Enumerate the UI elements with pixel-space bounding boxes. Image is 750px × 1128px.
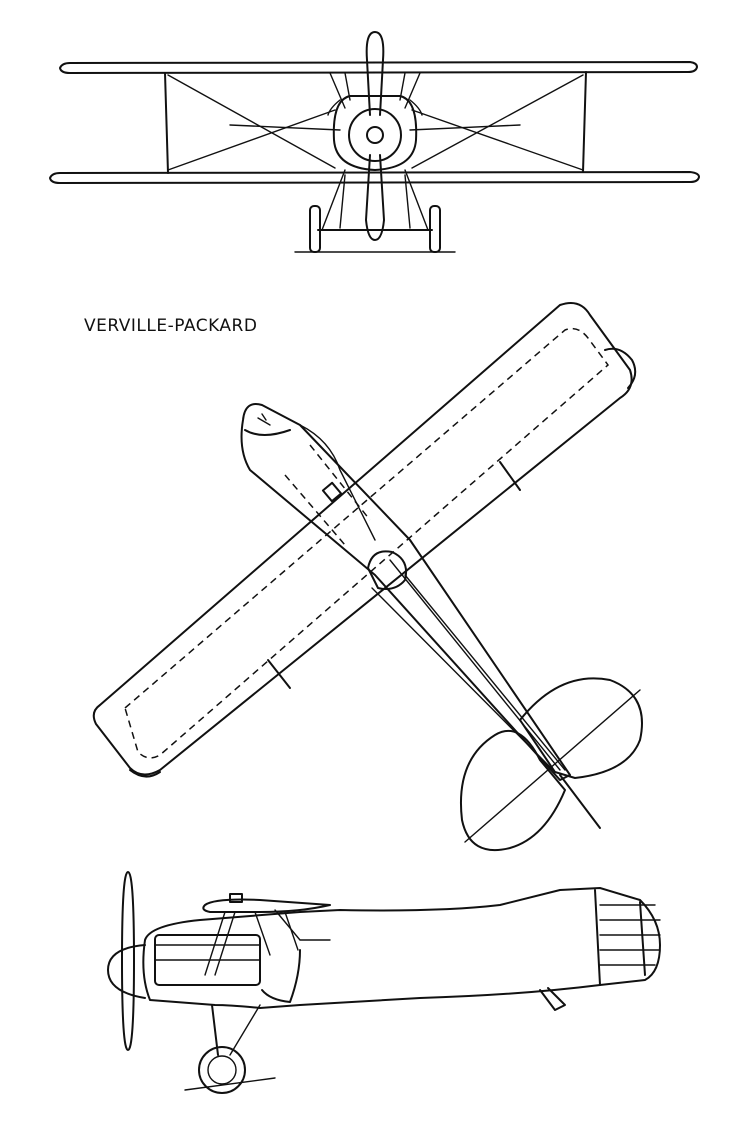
rudder-ribs xyxy=(599,904,661,966)
fuselage-front xyxy=(332,95,418,171)
lower-wing-root xyxy=(261,949,301,1003)
right-interplane-strut xyxy=(582,71,587,173)
landing-gear xyxy=(294,169,456,253)
lower-wing-tip-left xyxy=(129,769,161,778)
aircraft-title: VERVILLE-PACKARD xyxy=(84,316,258,336)
wing-planform xyxy=(92,302,633,776)
left-interplane-strut xyxy=(164,72,169,174)
radiator-cowl xyxy=(348,108,402,162)
lower-wing xyxy=(49,171,700,184)
elevator xyxy=(460,730,566,852)
propeller-blade xyxy=(365,31,385,116)
tailskid xyxy=(539,987,566,1011)
rudder-trailing-edge xyxy=(559,774,601,829)
lower-wing-tip xyxy=(604,347,637,389)
cabane-struts-side xyxy=(204,911,299,976)
tail-fin xyxy=(594,889,646,986)
right-aileron-hinge xyxy=(499,461,521,491)
nose-cowl-line xyxy=(244,429,291,436)
top-view xyxy=(92,302,643,852)
spinner xyxy=(107,944,146,999)
lower-wing-hidden-outline xyxy=(124,327,610,759)
fuselage-top xyxy=(240,403,571,781)
cabane-struts xyxy=(329,72,421,109)
propeller-hub xyxy=(366,126,384,144)
pilot-headrest xyxy=(367,550,408,590)
fuselage-hidden-lines xyxy=(284,444,371,546)
propeller-blade-lower xyxy=(365,154,385,241)
side-view xyxy=(107,871,661,1094)
right-wheel xyxy=(429,205,441,253)
left-wheel xyxy=(309,205,321,253)
wheel xyxy=(198,1046,246,1094)
wing-fitting xyxy=(229,893,243,903)
fuselage-side xyxy=(142,887,661,1009)
elevator-hinge-line xyxy=(464,689,641,843)
upper-wing-section xyxy=(202,898,331,913)
wheel-hub xyxy=(207,1055,237,1085)
horizontal-stabilizer xyxy=(519,677,643,779)
fuselage-side-line xyxy=(299,424,376,541)
windscreen xyxy=(274,909,331,941)
bracing-wires xyxy=(167,74,584,171)
cockpit-opening xyxy=(321,481,343,503)
upper-wing xyxy=(59,61,698,74)
rear-fuselage-lines xyxy=(371,559,566,773)
engine-fairing xyxy=(327,99,423,116)
nose-detail xyxy=(257,413,271,426)
front-view xyxy=(49,31,700,253)
propeller-side xyxy=(121,871,135,1051)
left-aileron-hinge xyxy=(267,659,291,689)
